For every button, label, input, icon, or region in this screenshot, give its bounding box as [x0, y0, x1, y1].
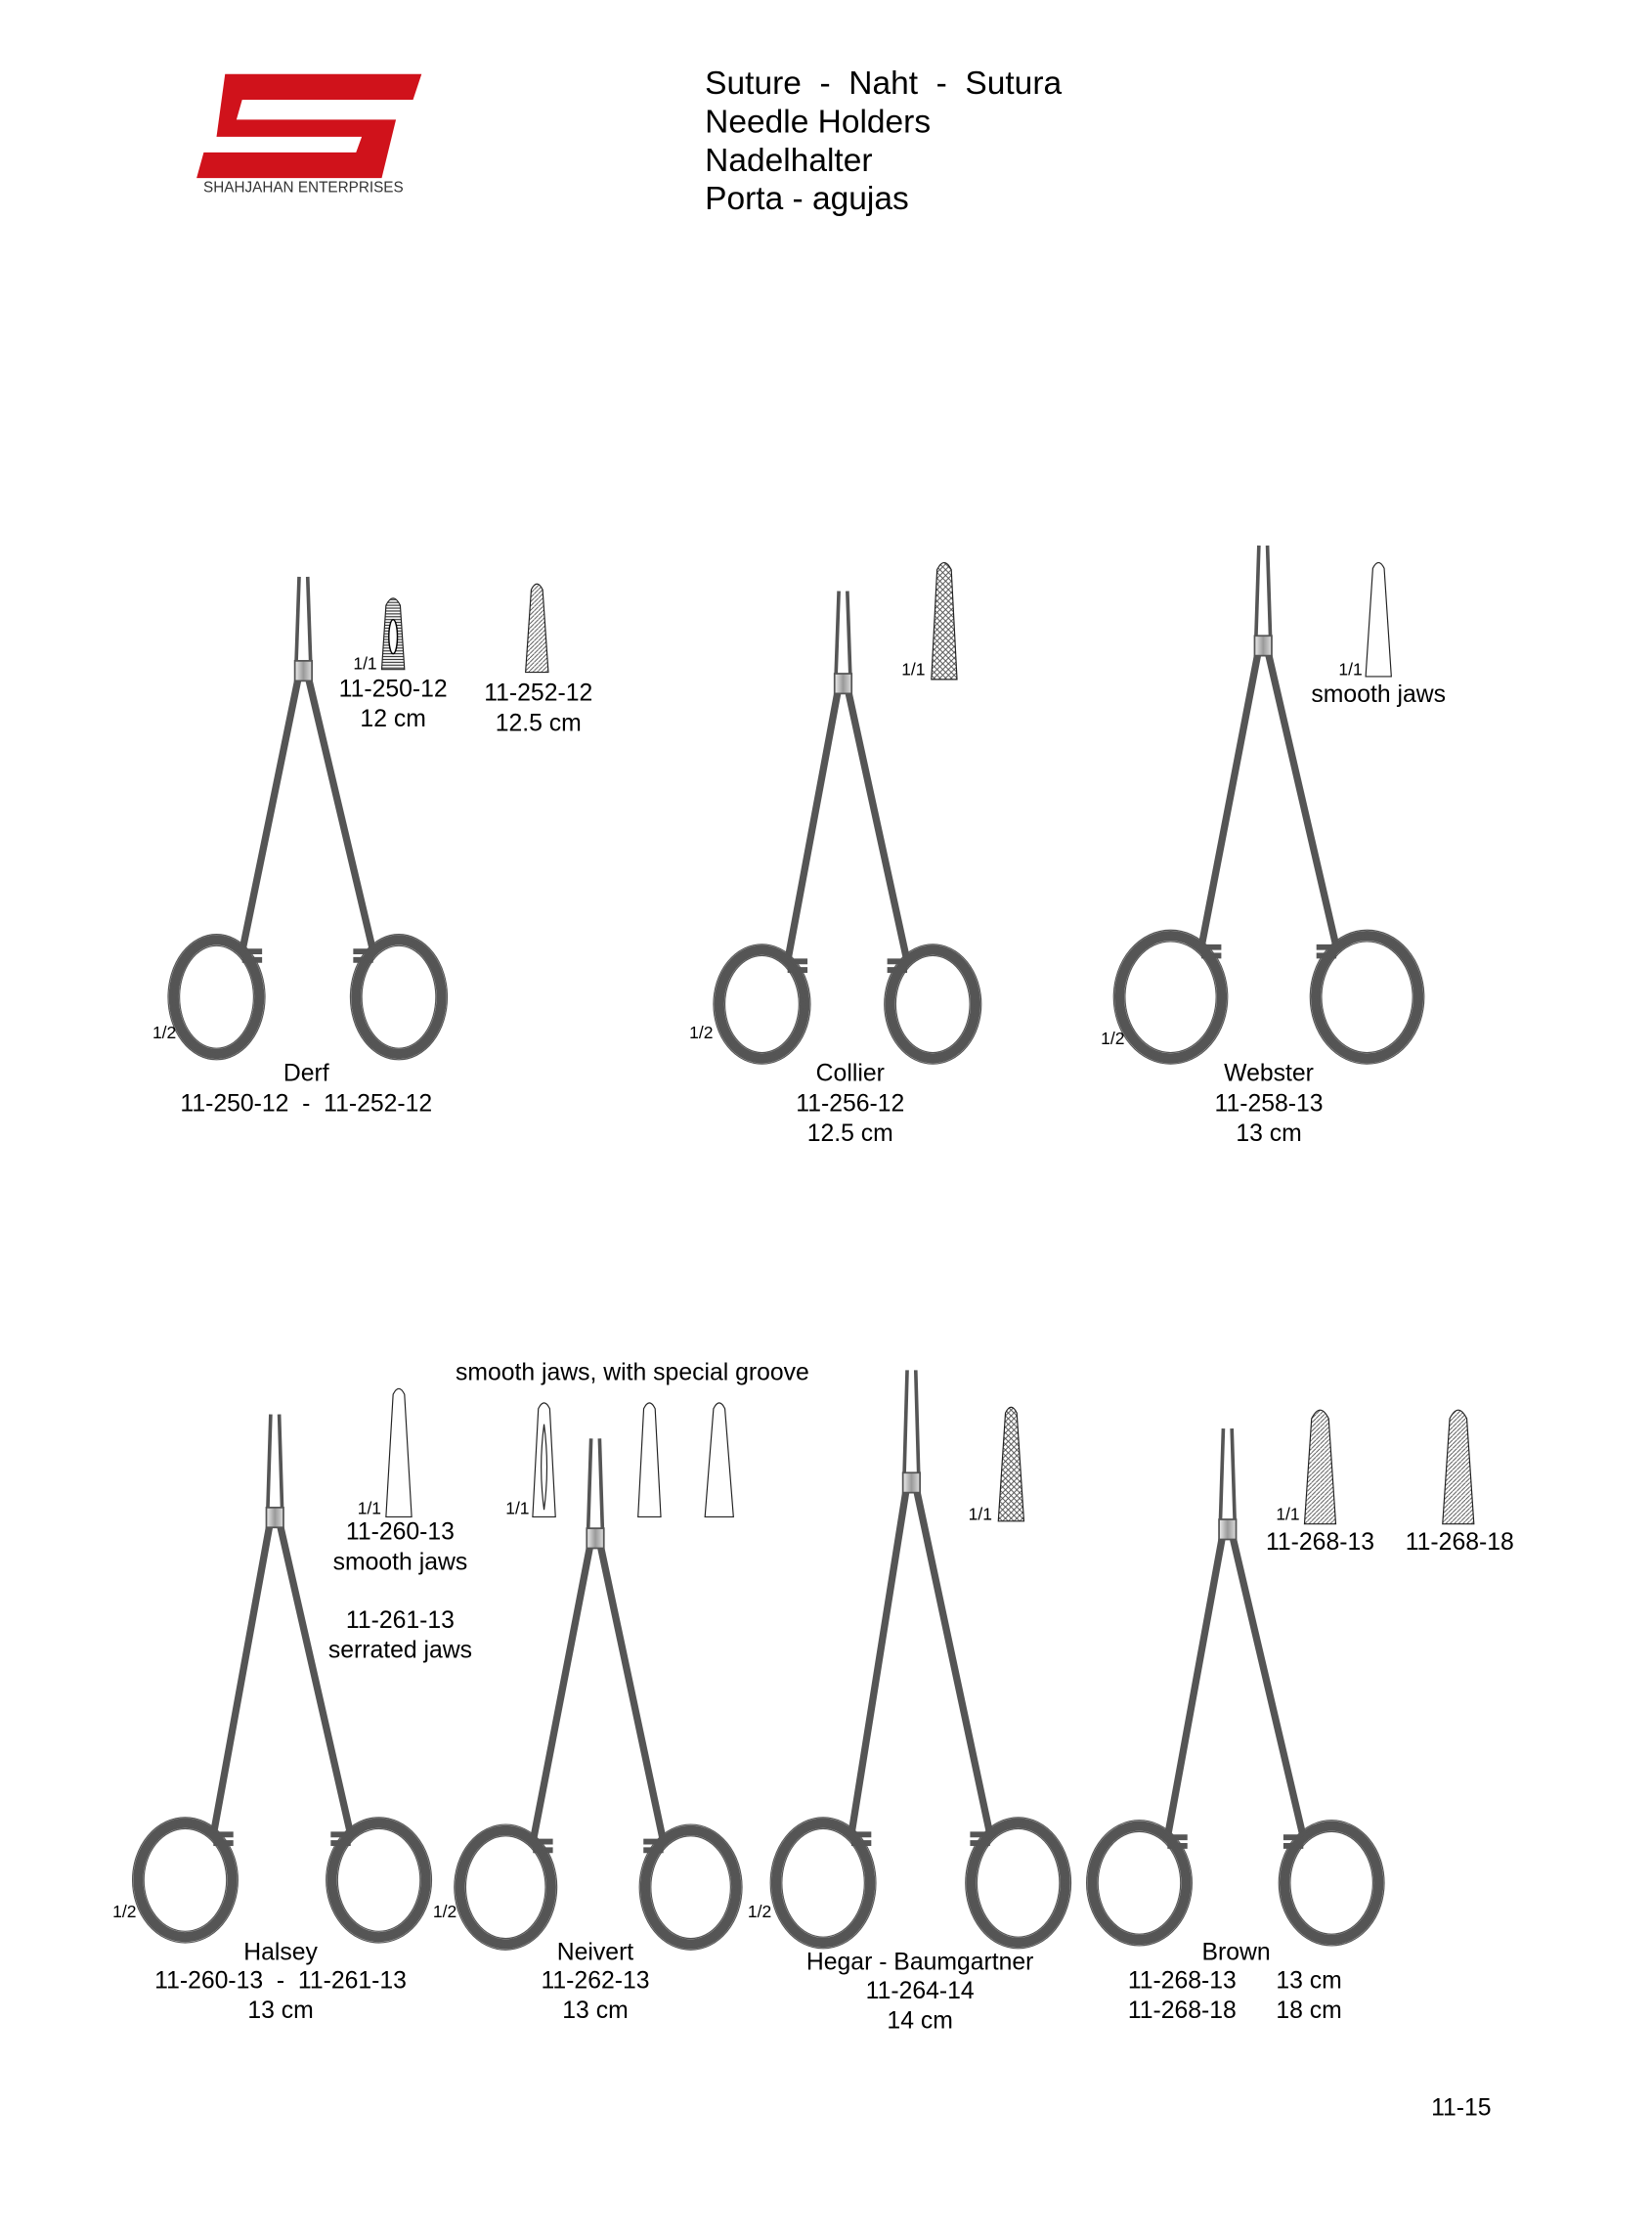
page-number: 11-15: [1431, 2094, 1491, 2121]
product-code: 11-268-18: [1128, 1998, 1237, 2024]
collier-jaw-detail-icon: [931, 561, 958, 680]
header-line-4: Porta - agujas: [705, 181, 909, 217]
product-name: Brown: [1201, 1939, 1270, 1965]
product-code: 11-268-13: [1128, 1968, 1237, 1995]
jaw-type: smooth jaws: [333, 1549, 468, 1575]
scale-label: 1/2: [112, 1902, 136, 1921]
product-size: 13 cm: [247, 1998, 313, 2024]
product-code: 11-250-12: [339, 676, 448, 702]
jaw-type: serrated jaws: [328, 1638, 472, 1664]
derf-252-jaw-detail-icon: [525, 583, 549, 674]
scale-label: 1/2: [1101, 1029, 1124, 1048]
product-size: 12.5 cm: [496, 710, 582, 736]
brown-13-jaw-detail-icon: [1303, 1409, 1337, 1525]
product-size: 18 cm: [1276, 1998, 1341, 2024]
halsey-jaw-detail-icon: [385, 1387, 413, 1518]
scale-label: 1/1: [1276, 1504, 1299, 1523]
product-code: 11-260-13: [346, 1519, 455, 1546]
scale-label: 1/1: [353, 654, 376, 674]
product-code: 11-256-12: [796, 1090, 904, 1117]
halsey-needle-holder-illustration: [131, 1414, 433, 1944]
neivert-needle-holder-illustration: [454, 1438, 743, 1951]
header-line-3: Nadelhalter: [705, 143, 872, 179]
header-line-2: Needle Holders: [705, 104, 931, 140]
neivert-a-jaw-detail-icon: [532, 1402, 556, 1518]
derf-needle-holder-illustration: [167, 576, 449, 1061]
product-codes: 11-260-13 - 11-261-13: [154, 1968, 407, 1995]
scale-label: 1/2: [152, 1023, 176, 1042]
scale-label: 1/1: [505, 1499, 529, 1518]
hegar-item: 1/1 1/2 Hegar - Baumgartner 11-264-14 14…: [748, 1504, 1034, 2034]
hegar-jaw-detail-icon: [997, 1406, 1025, 1522]
page-header: Suture - Naht - Sutura Needle Holders Na…: [705, 66, 1062, 217]
webster-jaw-detail-icon: [1365, 561, 1392, 678]
product-size: 12 cm: [360, 706, 425, 732]
brown-needle-holder-illustration: [1086, 1428, 1385, 1947]
product-code: 11-264-14: [866, 1978, 975, 2004]
groove-icon: [541, 1424, 548, 1511]
instrument-illustrations: [131, 545, 1425, 1951]
product-name: Neivert: [557, 1939, 634, 1965]
product-name: Hegar - Baumgartner: [806, 1950, 1033, 1976]
scale-label: 1/2: [689, 1023, 713, 1042]
product-name: Derf: [283, 1061, 329, 1087]
jaw-hole-icon: [388, 618, 399, 655]
product-name: Halsey: [243, 1939, 318, 1965]
neivert-item: 1/1 1/2 Neivert 11-262-13 13 cm: [433, 1499, 650, 2025]
scale-label: 1/1: [901, 659, 925, 679]
derf-item: 1/1 11-250-12 12 cm 11-252-12 12.5 cm 1/…: [152, 654, 592, 1118]
scale-label: 1/1: [969, 1504, 992, 1523]
webster-item: 1/1 smooth jaws 1/2 Webster 11-258-13 13…: [1101, 659, 1446, 1146]
company-logo: SHAHJAHAN ENTERPRISES: [196, 73, 422, 197]
collier-needle-holder-illustration: [713, 591, 982, 1065]
product-codes: 11-250-12 - 11-252-12: [180, 1090, 432, 1117]
product-code: 11-262-13: [542, 1968, 650, 1995]
brown-item: 1/1 11-268-13 11-268-18 Brown 11-268-13 …: [1128, 1504, 1514, 2024]
product-name: Webster: [1224, 1061, 1314, 1087]
hegar-needle-holder-illustration: [769, 1370, 1072, 1950]
neivert-b-jaw-detail-icon: [637, 1402, 662, 1518]
brown-18-jaw-detail-icon: [1442, 1409, 1475, 1525]
jaw-type: smooth jaws: [1311, 681, 1446, 708]
product-name: Collier: [816, 1061, 885, 1087]
product-size: 13 cm: [562, 1998, 628, 2024]
scale-label: 1/1: [1338, 659, 1362, 679]
scale-label: 1/1: [358, 1499, 381, 1518]
product-size: 13 cm: [1236, 1120, 1301, 1147]
collier-item: 1/1 1/2 Collier 11-256-12 12.5 cm: [689, 659, 925, 1146]
product-code: 11-252-12: [484, 680, 592, 707]
product-size: 13 cm: [1276, 1968, 1341, 1995]
product-code: 11-268-13: [1266, 1529, 1374, 1556]
neivert-c-jaw-detail-icon: [704, 1402, 734, 1518]
header-line-1: Suture - Naht - Sutura: [705, 66, 1062, 102]
jaw-details: [380, 561, 1475, 1525]
halsey-item: 1/1 11-260-13 smooth jaws 11-261-13 serr…: [112, 1499, 472, 2025]
product-code: 11-261-13: [346, 1607, 455, 1634]
product-code: 11-268-18: [1406, 1529, 1514, 1556]
scale-label: 1/2: [748, 1902, 771, 1921]
groove-note: smooth jaws, with special groove: [456, 1360, 809, 1386]
product-code: 11-258-13: [1215, 1090, 1324, 1117]
scale-label: 1/2: [433, 1902, 456, 1921]
product-size: 12.5 cm: [807, 1120, 893, 1147]
webster-needle-holder-illustration: [1112, 545, 1425, 1065]
product-size: 14 cm: [887, 2007, 952, 2034]
company-name: SHAHJAHAN ENTERPRISES: [203, 180, 404, 197]
